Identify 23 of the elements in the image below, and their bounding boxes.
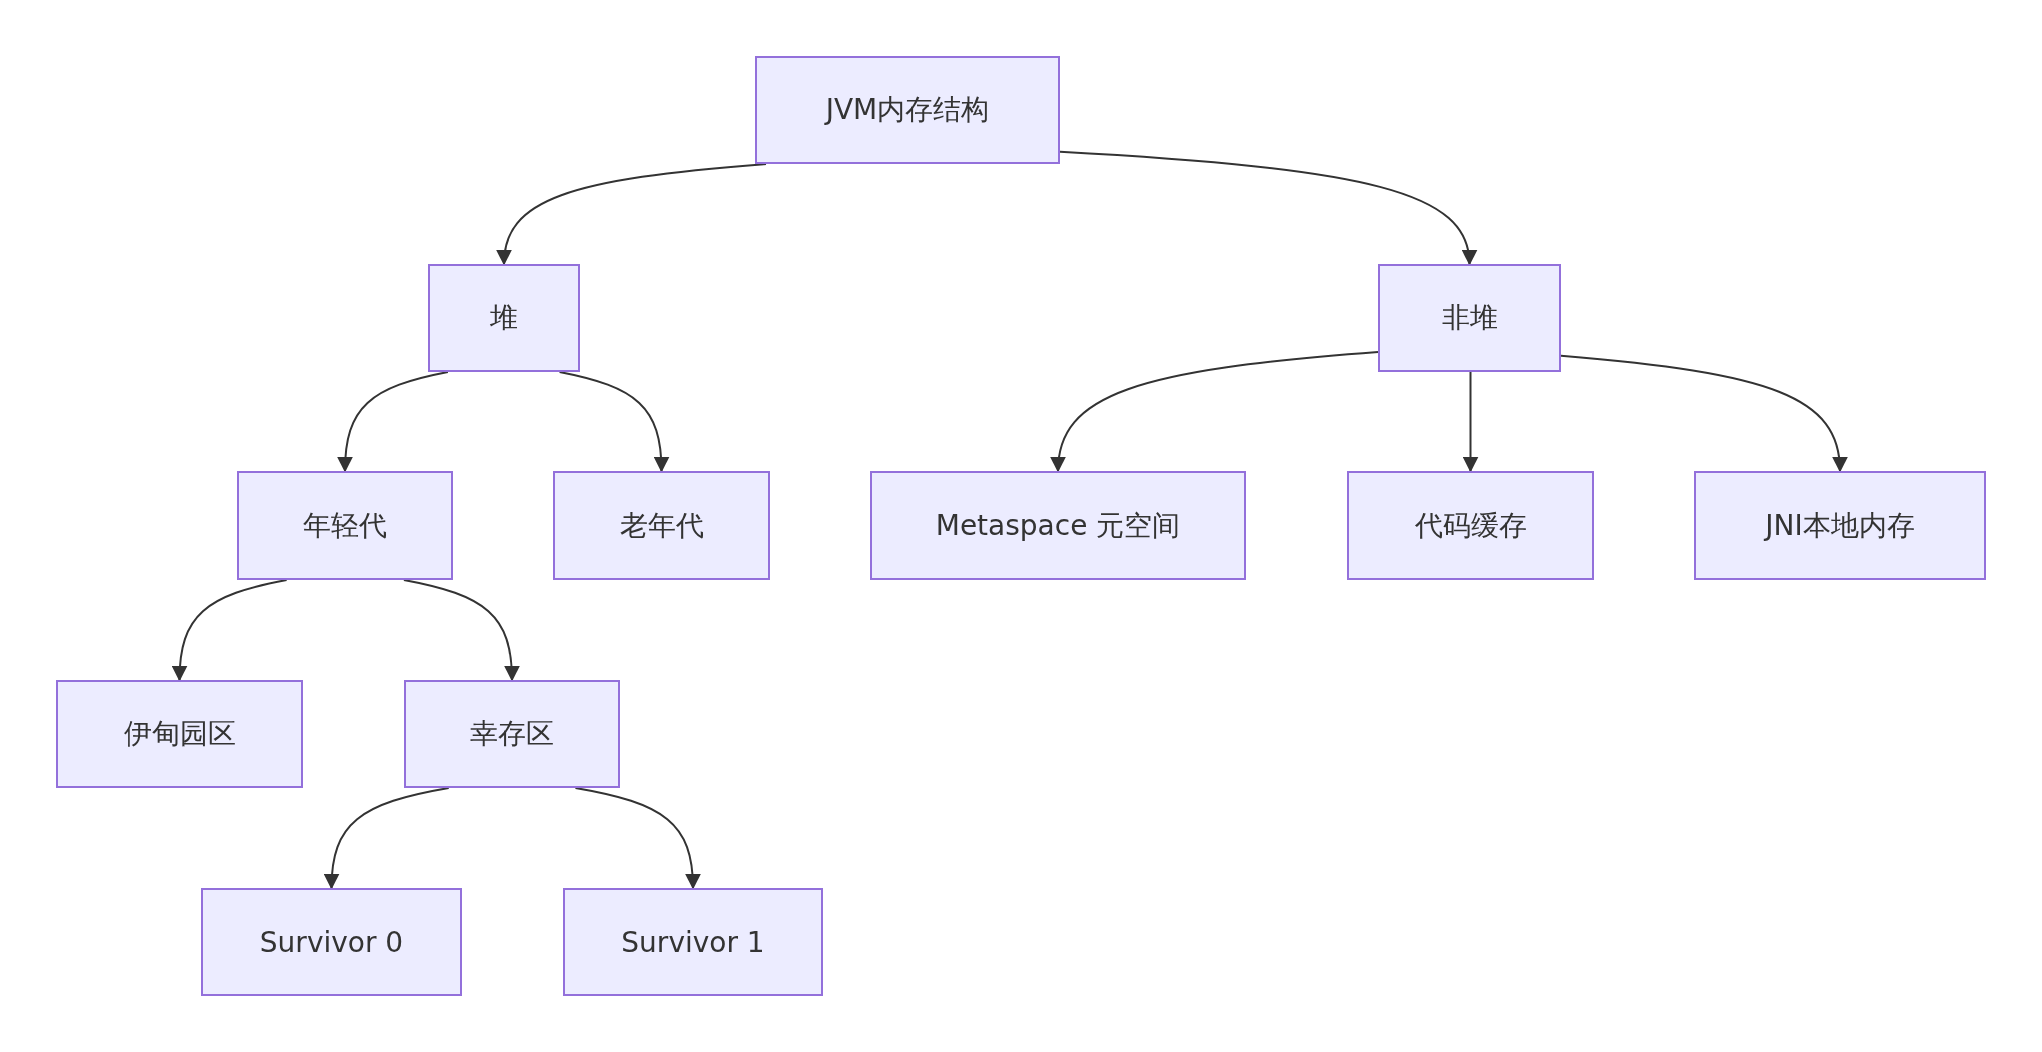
process-box: 老年代 bbox=[553, 471, 770, 580]
process-box: JVM内存结构 bbox=[755, 56, 1060, 164]
process-box: 伊甸园区 bbox=[56, 680, 303, 788]
process-box: Survivor 0 bbox=[201, 888, 462, 996]
process-box: 代码缓存 bbox=[1347, 471, 1594, 580]
process-box: 非堆 bbox=[1378, 264, 1561, 372]
arrow bbox=[1560, 354, 1847, 473]
arrow bbox=[324, 787, 450, 890]
process-box: 堆 bbox=[428, 264, 580, 372]
process-box: JNI本地内存 bbox=[1694, 471, 1986, 580]
arrow bbox=[172, 579, 288, 682]
arrow bbox=[1462, 371, 1479, 473]
process-box: Survivor 1 bbox=[563, 888, 823, 996]
arrow bbox=[558, 371, 669, 473]
arrow bbox=[337, 371, 449, 473]
process-box: 年轻代 bbox=[237, 471, 453, 580]
arrow bbox=[1051, 351, 1379, 473]
arrow bbox=[497, 163, 767, 266]
process-box: Metaspace 元空间 bbox=[870, 471, 1246, 580]
arrow bbox=[1059, 150, 1476, 266]
process-box: 幸存区 bbox=[404, 680, 620, 788]
arrow bbox=[574, 787, 701, 890]
arrow bbox=[402, 579, 520, 682]
